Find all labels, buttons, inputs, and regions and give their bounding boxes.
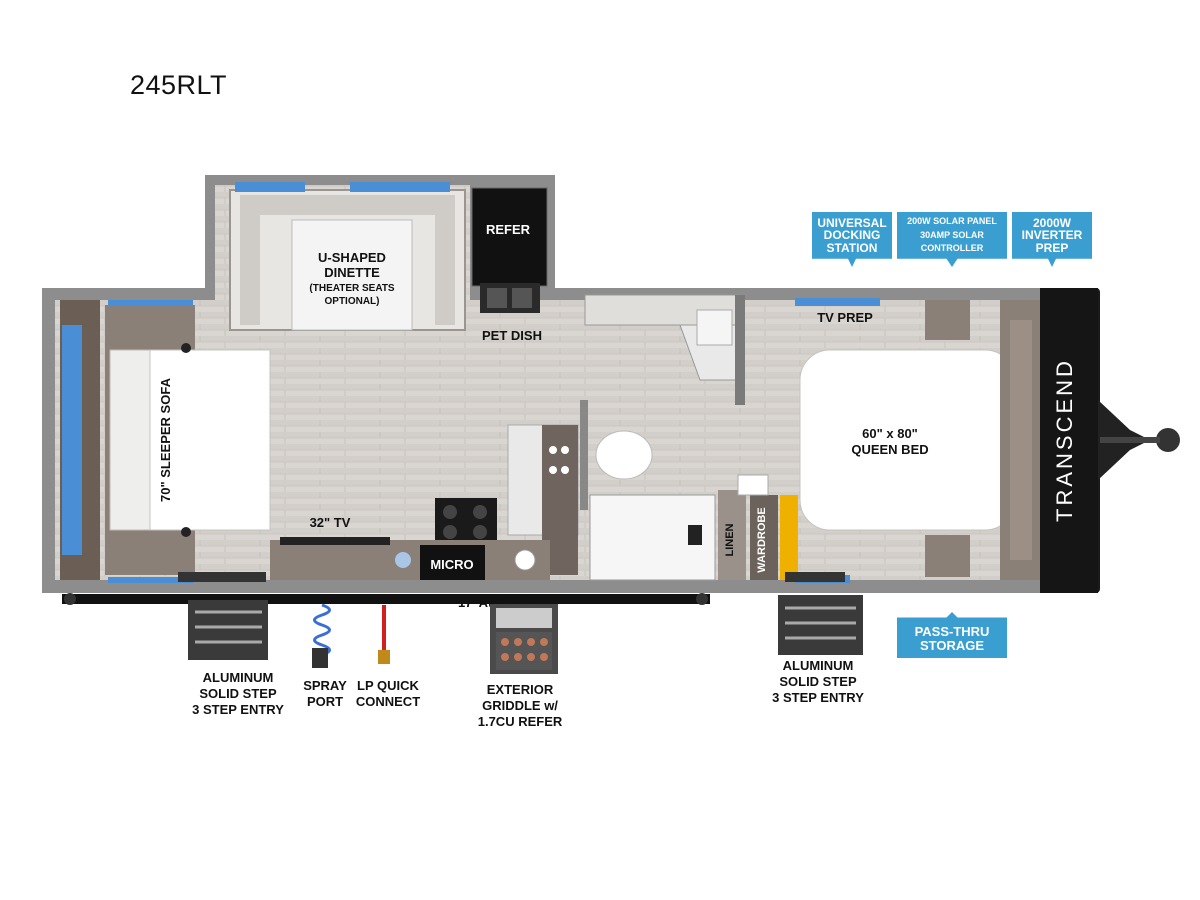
bed-label: QUEEN BED: [851, 442, 928, 457]
bedroom: [795, 298, 1040, 583]
spray-label-2: PORT: [307, 694, 343, 709]
sofa-label: 70" SLEEPER SOFA: [158, 377, 173, 502]
right-steps: [778, 595, 863, 655]
solar-callout: 200W SOLAR PANEL 30AMP SOLAR CONTROLLER: [897, 212, 1007, 267]
kitchen: [270, 400, 588, 580]
solar-line-3: CONTROLLER: [920, 243, 984, 254]
dinette-label-1: U-SHAPED: [318, 250, 386, 265]
exterior-griddle: [490, 604, 558, 674]
step-right-label-3: 3 STEP ENTRY: [772, 690, 864, 705]
micro-label: MICRO: [430, 557, 473, 572]
bed-size-label: 60" x 80": [862, 426, 918, 441]
step-right-label-2: SOLID STEP: [779, 674, 857, 689]
left-steps: [188, 600, 268, 660]
bathroom: [584, 294, 745, 581]
inverter-line-1: 2000W: [1032, 215, 1072, 230]
dinette-label-4: OPTIONAL): [325, 296, 380, 307]
spray-port: [312, 603, 331, 668]
docking-line-1: UNIVERSAL: [817, 215, 887, 230]
refer-label: REFER: [486, 222, 531, 237]
solar-line-2: 30AMP SOLAR: [920, 229, 984, 240]
inverter-line-3: PREP: [1035, 240, 1069, 255]
spray-label-1: SPRAY: [303, 678, 347, 693]
solar-line-1: 200W SOLAR PANEL: [907, 216, 997, 227]
griddle-label-1: EXTERIOR: [487, 682, 554, 697]
inverter-line-2: INVERTER: [1021, 228, 1083, 243]
lp-label-1: LP QUICK: [357, 678, 419, 693]
docking-station-callout: UNIVERSAL DOCKING STATION: [812, 212, 892, 267]
lp-connect: [378, 605, 390, 664]
brand-logo-text: TRANSCEND: [1052, 358, 1077, 522]
sleeper-sofa: [60, 300, 271, 583]
step-left-label-3: 3 STEP ENTRY: [192, 702, 284, 717]
pass-thru-callout: PASS-THRU STORAGE: [897, 612, 1007, 658]
inverter-callout: 2000W INVERTER PREP: [1012, 212, 1092, 267]
refrigerator: [471, 187, 548, 313]
wardrobe-label: WARDROBE: [756, 507, 768, 572]
griddle-label-2: GRIDDLE w/: [482, 698, 558, 713]
pet-dish-label: PET DISH: [482, 328, 542, 343]
docking-line-3: STATION: [826, 240, 878, 255]
linen-label: LINEN: [724, 523, 736, 556]
griddle-label-3: 1.7CU REFER: [478, 714, 563, 729]
awning: [62, 593, 710, 605]
docking-line-2: DOCKING: [823, 228, 881, 243]
tv-label: 32" TV: [310, 515, 351, 530]
dinette-label-2: DINETTE: [324, 265, 380, 280]
step-left-label-2: SOLID STEP: [199, 686, 277, 701]
lp-label-2: CONNECT: [356, 694, 420, 709]
step-right-label-1: ALUMINUM: [783, 658, 854, 673]
pass-thru-line-1: PASS-THRU: [914, 624, 990, 640]
dinette-slideout: [229, 182, 466, 331]
linen-wardrobe: [718, 474, 798, 580]
tv-prep-label: TV PREP: [817, 310, 873, 325]
step-left-label-1: ALUMINUM: [203, 670, 274, 685]
model-name: 245RLT: [130, 70, 228, 100]
entry-mats: [178, 572, 845, 582]
dinette-label-3: (THEATER SEATS: [309, 283, 395, 294]
front-cap: [1040, 288, 1180, 593]
pass-thru-line-2: STORAGE: [919, 638, 985, 653]
